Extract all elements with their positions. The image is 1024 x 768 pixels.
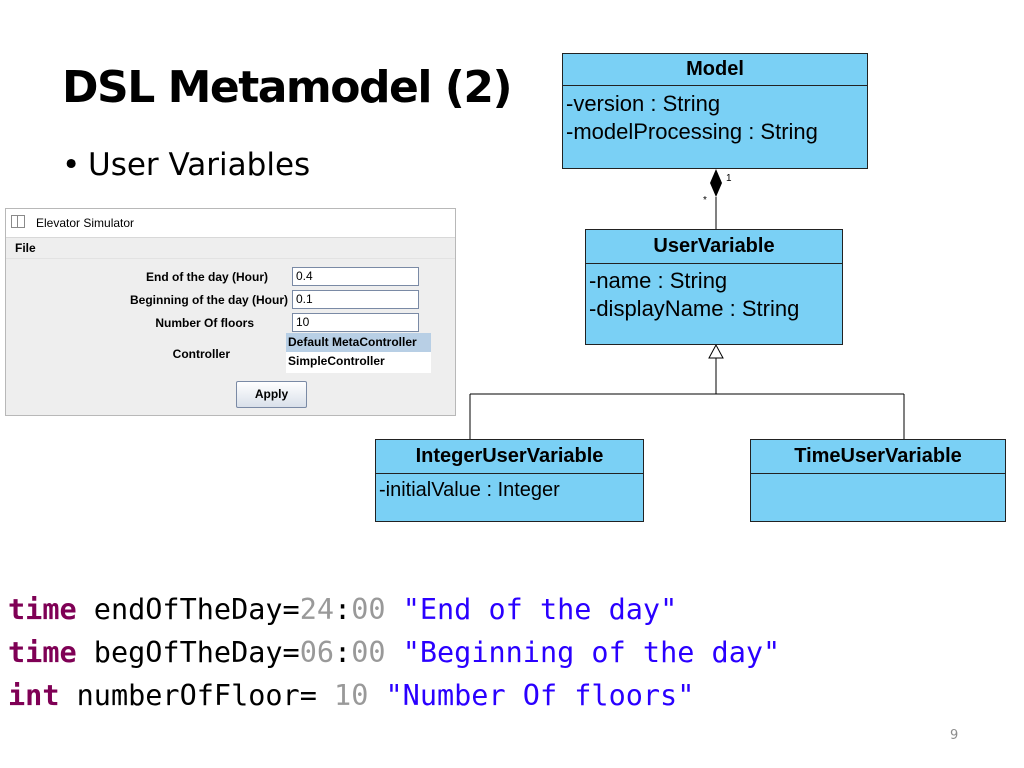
beginning-of-day-label: Beginning of the day (Hour) [130, 293, 288, 307]
composition-multiplicity-one: 1 [726, 173, 732, 184]
class-attribute: -displayName : String [589, 295, 800, 321]
code-identifier: begOfTheDay= [76, 636, 300, 669]
code-separator: : [334, 593, 352, 626]
window-app-icon [11, 215, 25, 228]
controller-list[interactable]: Default MetaController SimpleController [286, 333, 431, 373]
controller-option[interactable]: SimpleController [288, 354, 385, 368]
code-number: 24 [299, 593, 335, 626]
code-keyword: time [8, 593, 77, 626]
controller-label: Controller [172, 347, 230, 361]
code-line: time endOfTheDay=24:00 "End of the day" [8, 588, 780, 631]
code-keyword: int [8, 679, 60, 712]
menu-bar: File [6, 238, 455, 259]
code-line: int numberOfFloor= 10 "Number Of floors" [8, 674, 780, 717]
code-identifier: numberOfFloor= [59, 679, 335, 712]
page-number: 9 [950, 728, 959, 743]
composition-diamond-icon [710, 169, 722, 197]
class-name: Model [563, 54, 867, 86]
class-attribute: -name : String [589, 268, 728, 293]
code-string: "End of the day" [385, 593, 678, 626]
code-line: time begOfTheDay=06:00 "Beginning of the… [8, 631, 780, 674]
uml-class-integer-user-variable: IntegerUserVariable -initialValue : Inte… [375, 439, 644, 522]
uml-class-time-user-variable: TimeUserVariable [750, 439, 1006, 522]
code-keyword: time [8, 636, 77, 669]
code-number: 00 [351, 636, 386, 669]
code-number: 06 [299, 636, 335, 669]
slide-title: DSL Metamodel (2) [62, 62, 513, 113]
controller-option-selected[interactable]: Default MetaController [286, 333, 431, 352]
class-attribute: -initialValue : Integer [379, 479, 560, 501]
code-number: 00 [351, 593, 386, 626]
class-attribute: -version : String [566, 91, 721, 116]
end-of-day-input[interactable]: 0.4 [292, 267, 419, 286]
code-identifier: endOfTheDay= [76, 593, 300, 626]
end-of-day-label: End of the day (Hour) [146, 270, 268, 284]
window-title: Elevator Simulator [36, 216, 135, 230]
code-string: "Beginning of the day" [385, 636, 781, 669]
composition-multiplicity-many: * [703, 195, 707, 206]
bullet-item: •User Variables [62, 150, 310, 181]
class-name: UserVariable [586, 230, 842, 264]
uml-class-user-variable: UserVariable -name : String -displayName… [585, 229, 843, 345]
number-of-floors-input[interactable]: 10 [292, 313, 419, 332]
class-attribute: -modelProcessing : String [566, 118, 818, 144]
code-string: "Number Of floors" [368, 679, 695, 712]
uml-class-model: Model -version : String -modelProcessing… [562, 53, 868, 169]
bullet-dot-icon: • [62, 147, 81, 183]
apply-button[interactable]: Apply [236, 381, 307, 408]
class-name: TimeUserVariable [751, 440, 1005, 474]
generalization-arrow-icon [708, 343, 724, 359]
dsl-code-block: time endOfTheDay=24:00 "End of the day"t… [8, 588, 780, 717]
beginning-of-day-input[interactable]: 0.1 [292, 290, 419, 309]
class-name: IntegerUserVariable [376, 440, 643, 474]
number-of-floors-label: Number Of floors [155, 316, 254, 330]
menu-file[interactable]: File [15, 241, 36, 255]
window-titlebar: Elevator Simulator [6, 209, 455, 238]
code-number: 10 [334, 679, 369, 712]
code-separator: : [334, 636, 352, 669]
bullet-text: User Variables [88, 147, 311, 183]
elevator-simulator-window: Elevator Simulator File End of the day (… [5, 208, 456, 416]
